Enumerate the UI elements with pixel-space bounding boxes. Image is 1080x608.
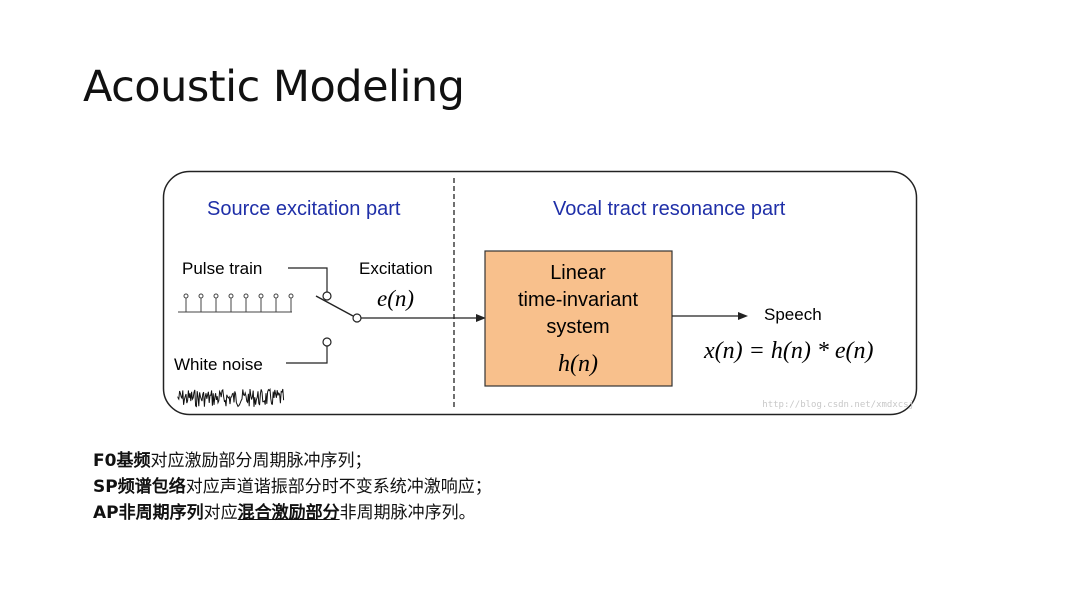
pulse-head [183, 293, 189, 299]
speech-formula: x(n) = h(n) * e(n) [703, 338, 873, 364]
pulse-head [273, 293, 279, 299]
pulse-head [213, 293, 219, 299]
lti-system-box [484, 250, 673, 387]
white-noise-label: White noise [174, 355, 263, 374]
pulse-train-signal [178, 293, 294, 313]
diagram-canvas: Source excitation part Vocal tract reson… [162, 170, 918, 416]
system-line-1: Linear [550, 262, 606, 284]
note-ap-mid: 对应 [203, 503, 238, 523]
note-ap-text: 非周期脉冲序列。 [339, 503, 476, 523]
excitation-label: Excitation [359, 259, 433, 278]
excitation-arrowhead [476, 314, 486, 322]
pulse-wire [288, 267, 328, 292]
note-f0-text: 对应激励部分周期脉冲序列； [150, 451, 372, 471]
excitation-formula: e(n) [377, 286, 414, 311]
white-noise-signal [177, 388, 285, 408]
switch-pivot [352, 313, 362, 323]
note-f0-term: F0基频 [93, 451, 151, 471]
vocal-tract-header: Vocal tract resonance part [553, 198, 786, 220]
note-ap-term: AP非周期序列 [93, 503, 204, 523]
pulse-head [243, 293, 249, 299]
note-f0: F0基频对应激励部分周期脉冲序列； [93, 448, 492, 474]
system-line-2: time-invariant [518, 289, 638, 311]
pulse-head [228, 293, 234, 299]
watermark: http://blog.csdn.net/xmdxcsj [762, 400, 914, 410]
notes-block: F0基频对应激励部分周期脉冲序列； SP频谱包络对应声道谐振部分时不变系统冲激响… [93, 448, 492, 526]
slide-title: Acoustic Modeling [83, 62, 465, 112]
pulse-train-label: Pulse train [182, 259, 262, 278]
note-ap-underlined: 混合激励部分 [237, 503, 340, 523]
noise-wire [286, 346, 328, 364]
noise-switch-contact [322, 337, 332, 347]
note-ap: AP非周期序列对应混合激励部分非周期脉冲序列。 [93, 500, 492, 526]
note-sp-term: SP频谱包络 [93, 477, 186, 497]
pulse-switch-contact [322, 291, 332, 301]
source-excitation-header: Source excitation part [207, 198, 401, 220]
speech-arrowhead [738, 312, 748, 320]
speech-label: Speech [764, 305, 822, 324]
system-formula: h(n) [558, 351, 598, 377]
pulse-head [258, 293, 264, 299]
source-filter-diagram: Source excitation part Vocal tract reson… [162, 170, 918, 416]
pulse-head [288, 293, 294, 299]
switch-blade [315, 295, 354, 317]
note-sp-text: 对应声道谐振部分时不变系统冲激响应； [185, 477, 492, 497]
note-sp: SP频谱包络对应声道谐振部分时不变系统冲激响应； [93, 474, 492, 500]
pulse-head [198, 293, 204, 299]
system-line-3: system [546, 316, 609, 338]
